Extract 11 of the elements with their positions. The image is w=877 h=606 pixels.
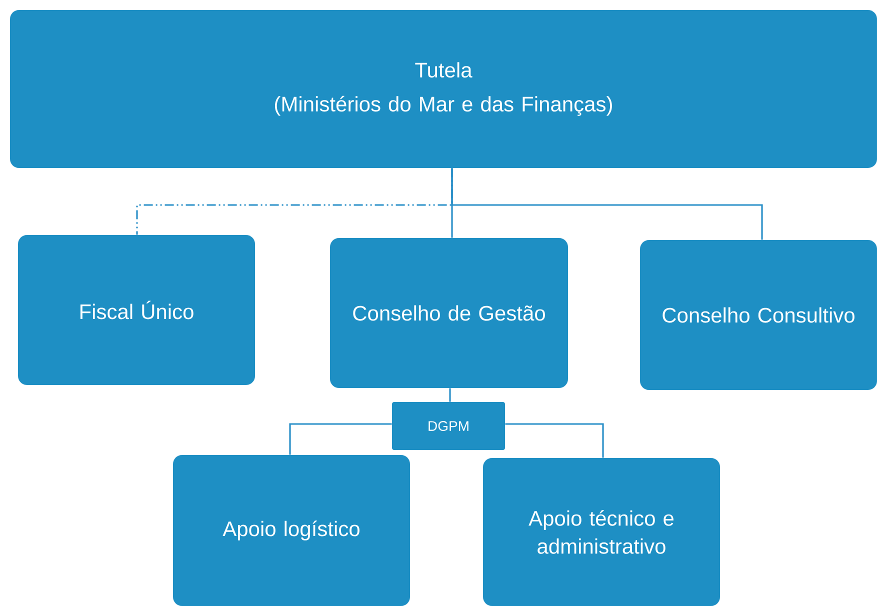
label-box: DGPM: [392, 402, 505, 450]
process-box: Fiscal Único: [18, 235, 255, 385]
connector-line: [449, 388, 451, 402]
connector-line: [289, 423, 392, 455]
connector-line: [451, 168, 763, 240]
process-box: Conselho Consultivo: [640, 240, 877, 390]
process-box: Tutela (Ministérios do Mar e das Finanças): [10, 10, 877, 168]
connector-line: [505, 423, 604, 458]
process-box: Apoio logístico: [173, 455, 410, 606]
process-box: Conselho de Gestão: [330, 238, 568, 388]
process-box: Apoio técnico e administrativo: [483, 458, 720, 606]
